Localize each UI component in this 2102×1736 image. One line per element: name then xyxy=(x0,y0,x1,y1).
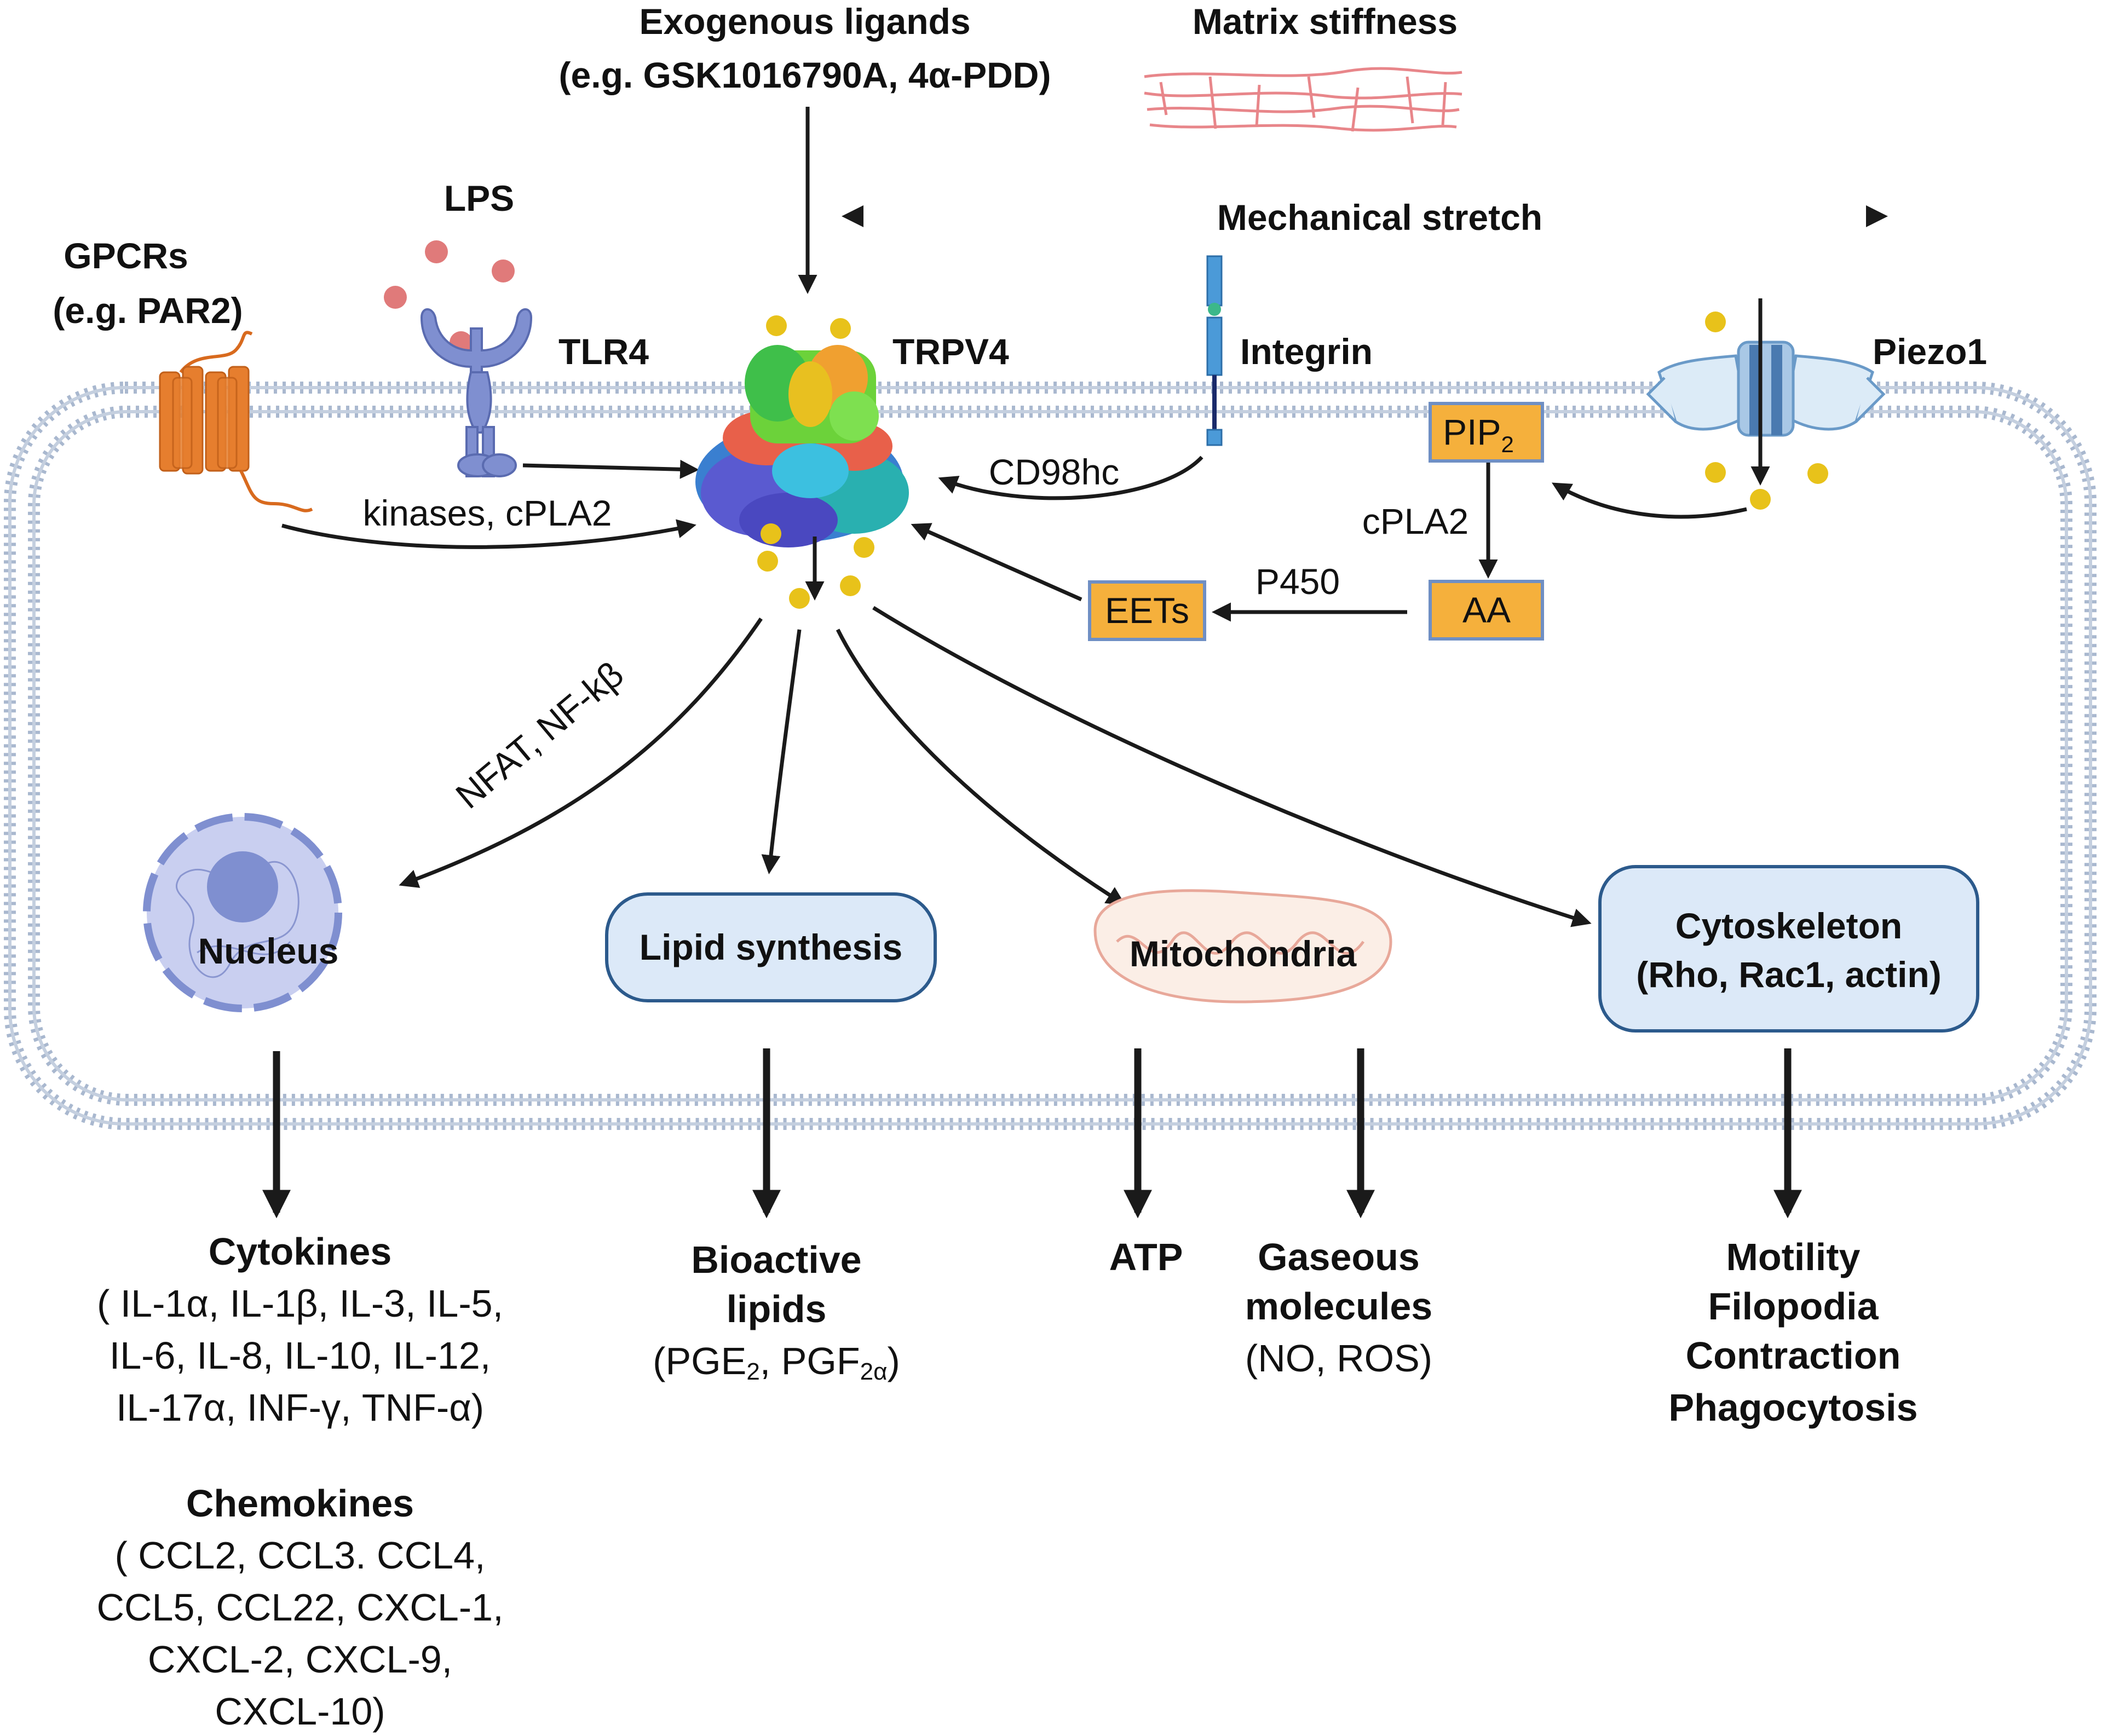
trpv4-to-mito-arrow xyxy=(836,628,1126,906)
nucleus-label: Nucleus xyxy=(198,931,339,971)
piezo1-to-pip2-arrow xyxy=(1551,482,1747,519)
piezo1-channel-icon xyxy=(1646,341,1886,437)
lipid-synthesis-box: Lipid synthesis xyxy=(605,892,937,1002)
chemokines-output: Chemokines ( CCL2, CCL3. CCL4, CCL5, CCL… xyxy=(96,1482,503,1733)
svg-text:PIP2: PIP2 xyxy=(1443,412,1514,457)
cytoskeleton-title: Cytoskeleton xyxy=(1675,906,1902,946)
chemokines-line: CXCL-10) xyxy=(215,1690,385,1733)
gpcrs-example: (e.g. PAR2) xyxy=(53,290,243,331)
chemokines-line: CCL5, CCL22, CXCL-1, xyxy=(96,1586,503,1629)
cpla2-label: cPLA2 xyxy=(1362,501,1468,541)
motility-output: Motility Filopodia Contraction Phagocyto… xyxy=(1668,1236,1917,1429)
gaseous-title-1: Gaseous xyxy=(1258,1236,1420,1278)
motility-line: Motility xyxy=(1726,1236,1861,1278)
pip2-box: PIP2 xyxy=(1429,402,1544,463)
cytokines-title: Cytokines xyxy=(209,1230,392,1273)
motility-line: Phagocytosis xyxy=(1668,1386,1917,1429)
pip2-text: PIP xyxy=(1443,412,1501,452)
cytokines-line: IL-6, IL-8, IL-10, IL-12, xyxy=(110,1334,491,1377)
eets-text: EETs xyxy=(1105,590,1189,631)
cell-membrane xyxy=(4,382,2097,1130)
tlr4-receptor-icon xyxy=(420,308,533,477)
cytoskeleton-detail: (Rho, Rac1, actin) xyxy=(1636,954,1941,995)
gpcr-arrow xyxy=(281,519,696,549)
exogenous-ligands-examples: (e.g. GSK1016790A, 4α-PDD) xyxy=(559,55,1051,95)
bioactive-lipids-output: Bioactive lipids (PGE2, PGF2α) xyxy=(653,1238,900,1385)
lps-molecules xyxy=(384,240,515,354)
mechanical-stretch-label: Mechanical stretch xyxy=(1217,197,1542,238)
mitochondria-label: Mitochondria xyxy=(1130,933,1357,974)
integrin-label: Integrin xyxy=(1240,331,1373,372)
bioactive-detail-close: ) xyxy=(888,1340,900,1382)
gpcrs-title: GPCRs xyxy=(64,235,188,276)
trpv4-to-nucleus-arrow xyxy=(399,618,763,888)
aa-text: AA xyxy=(1462,590,1511,630)
cd98hc-label: CD98hc xyxy=(989,452,1119,492)
chemokines-title: Chemokines xyxy=(186,1482,414,1525)
trpv4-channel-icon xyxy=(695,345,909,547)
bioactive-detail-sub2: 2α xyxy=(860,1358,888,1385)
trpv4-label: TRPV4 xyxy=(892,331,1009,372)
cytokines-line: IL-17α, INF-γ, TNF-α) xyxy=(116,1386,484,1429)
p450-label: P450 xyxy=(1256,561,1340,602)
bioactive-detail-mid: , PGF xyxy=(760,1340,860,1382)
svg-text:(PGE2, PGF2α): (PGE2, PGF2α) xyxy=(653,1340,900,1385)
gaseous-detail: (NO, ROS) xyxy=(1245,1337,1432,1380)
exogenous-ligands-title: Exogenous ligands xyxy=(639,1,970,42)
eets-to-trpv4-arrow xyxy=(911,523,1082,602)
cytokines-line: ( IL-1α, IL-1β, IL-3, IL-5, xyxy=(97,1282,503,1325)
bioactive-detail-open: (PGE xyxy=(653,1340,746,1382)
mitochondria-icon xyxy=(1093,889,1392,1003)
integrin-icon xyxy=(1206,255,1223,446)
gpcr-receptor-icon xyxy=(159,331,313,512)
chemokines-line: ( CCL2, CCL3. CCL4, xyxy=(115,1534,486,1577)
aa-box: AA xyxy=(1429,580,1544,641)
trpv4-to-lipid-arrow xyxy=(761,629,802,874)
lps-label: LPS xyxy=(444,178,514,218)
cytokines-output: Cytokines ( IL-1α, IL-1β, IL-3, IL-5, IL… xyxy=(97,1230,503,1429)
matrix-stiffness-label: Matrix stiffness xyxy=(1193,1,1458,42)
cytoskeleton-box: Cytoskeleton (Rho, Rac1, actin) xyxy=(1598,865,1979,1033)
chemokines-line: CXCL-2, CXCL-9, xyxy=(148,1638,452,1681)
pip2-subscript: 2 xyxy=(1501,431,1514,457)
atp-output: ATP xyxy=(1109,1236,1183,1278)
tlr4-arrow xyxy=(522,459,699,479)
motility-line: Filopodia xyxy=(1708,1285,1879,1328)
nucleus-icon xyxy=(143,813,342,1012)
motility-line: Contraction xyxy=(1686,1334,1901,1377)
lipid-synthesis-label: Lipid synthesis xyxy=(640,927,902,967)
matrix-fiber-icon xyxy=(1144,67,1462,132)
eets-box: EETs xyxy=(1088,580,1206,641)
integrin-arrow xyxy=(938,455,1203,500)
kinases-label: kinases, cPLA2 xyxy=(363,493,612,533)
gaseous-title-2: molecules xyxy=(1245,1285,1432,1328)
tlr4-label: TLR4 xyxy=(558,331,649,372)
piezo1-label: Piezo1 xyxy=(1873,331,1987,372)
bioactive-detail-sub1: 2 xyxy=(746,1358,759,1385)
bioactive-title-2: lipids xyxy=(727,1288,827,1330)
bioactive-title-1: Bioactive xyxy=(691,1238,861,1281)
gaseous-output: Gaseous molecules (NO, ROS) xyxy=(1245,1236,1432,1380)
trpv4-to-cytoskeleton-arrow xyxy=(872,606,1592,927)
nfat-label: NFAT, NF-kβ xyxy=(448,654,631,816)
